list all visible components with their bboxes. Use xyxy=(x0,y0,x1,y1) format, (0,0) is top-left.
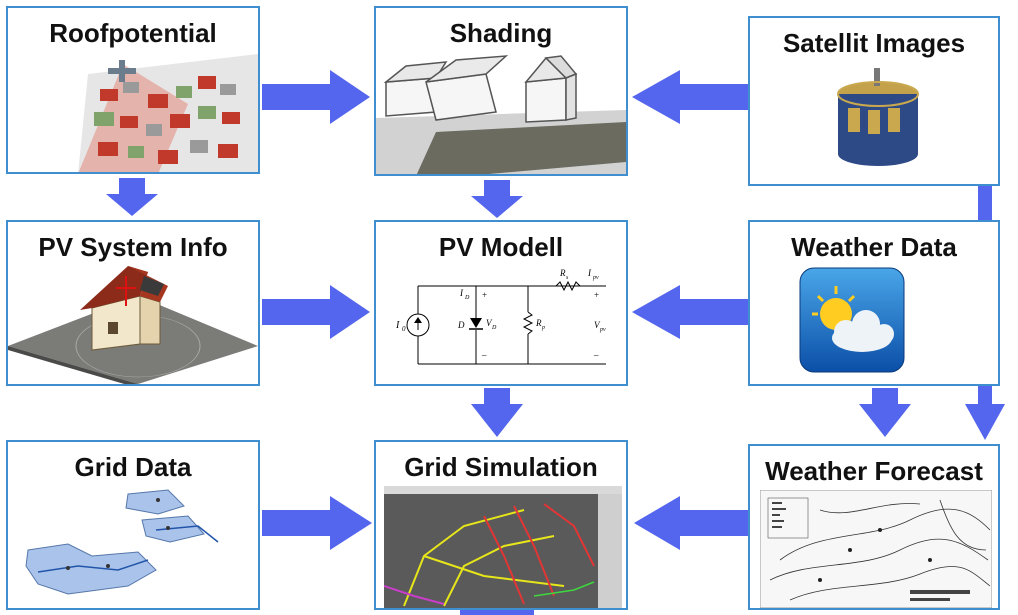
pv-modell-title: PV Modell xyxy=(438,232,564,262)
label-i0: I xyxy=(395,320,400,331)
grid-simulation-screenshot xyxy=(384,486,622,608)
label-ipv-sub: pv xyxy=(592,275,599,281)
label-id: I xyxy=(459,288,464,298)
label-rp: R xyxy=(535,318,542,328)
grid-simulation-title: Grid Simulation xyxy=(404,452,598,482)
label-ipv: I xyxy=(587,268,592,278)
label-rp-sub: p xyxy=(541,325,545,331)
shading-illustration xyxy=(376,55,626,174)
arrow-roof-to-shading xyxy=(262,70,370,124)
label-i0-sub: 0 xyxy=(402,325,406,333)
label-id-sub: D xyxy=(464,295,470,301)
pv-modell-box: PV Modell I 0 I D D xyxy=(374,220,628,386)
weather-sun-cloud-icon xyxy=(799,267,905,373)
roofpotential-title: Roofpotential xyxy=(49,18,217,48)
roofpotential-box: Roofpotential xyxy=(6,6,260,174)
weather-data-title: Weather Data xyxy=(791,232,957,262)
shading-title: Shading xyxy=(449,18,553,48)
satellit-images-box: Satellit Images xyxy=(748,16,1000,186)
weather-data-box: Weather Data xyxy=(748,220,1000,386)
satellite-icon xyxy=(837,68,919,166)
arrow-weatherdata-to-forecast xyxy=(859,388,911,437)
pv-system-info-title: PV System Info xyxy=(38,232,228,262)
label-vd-sub: D xyxy=(491,325,497,331)
weather-forecast-title: Weather Forecast xyxy=(765,456,983,486)
arrow-gridsim-down xyxy=(460,606,534,615)
aircraft-icon xyxy=(108,60,136,82)
grid-data-title: Grid Data xyxy=(74,452,192,482)
arrow-pvmodell-to-gridsim xyxy=(471,388,523,437)
pv-circuit-diagram: I 0 I D D V D R p R s I pv V pv + – + – xyxy=(395,268,606,365)
arrow-roof-to-pvsystem xyxy=(106,178,158,216)
arrow-shading-to-pvmodell xyxy=(471,180,523,218)
shading-box: Shading xyxy=(374,6,628,176)
grid-simulation-box: Grid Simulation xyxy=(374,440,628,610)
label-plus-d: + xyxy=(482,290,487,300)
grid-data-box: Grid Data xyxy=(6,440,260,610)
weather-forecast-map xyxy=(760,490,992,608)
label-d: D xyxy=(457,320,465,330)
roofpotential-illustration xyxy=(78,54,258,172)
satellit-images-title: Satellit Images xyxy=(782,28,966,58)
grid-map-illustration xyxy=(25,489,219,595)
label-vd: V xyxy=(486,318,493,328)
label-vpv: V xyxy=(594,320,601,330)
label-rs: R xyxy=(559,268,566,278)
arrow-forecast-to-gridsim xyxy=(634,496,748,550)
arrow-pvsystem-to-pvmodell xyxy=(262,285,370,339)
label-plus-out: + xyxy=(594,290,599,300)
pv-house-illustration xyxy=(8,266,258,384)
arrow-griddata-to-gridsim xyxy=(262,496,372,550)
arrow-weatherdata-to-pvmodell xyxy=(632,285,748,339)
label-rs-sub: s xyxy=(566,275,569,281)
weather-forecast-box: Weather Forecast xyxy=(748,444,1000,610)
label-minus-out: – xyxy=(593,350,599,360)
pv-system-info-box: PV System Info xyxy=(6,220,260,386)
arrow-satellit-to-shading xyxy=(632,70,748,124)
label-minus-d: – xyxy=(481,350,487,360)
label-vpv-sub: pv xyxy=(599,327,606,333)
